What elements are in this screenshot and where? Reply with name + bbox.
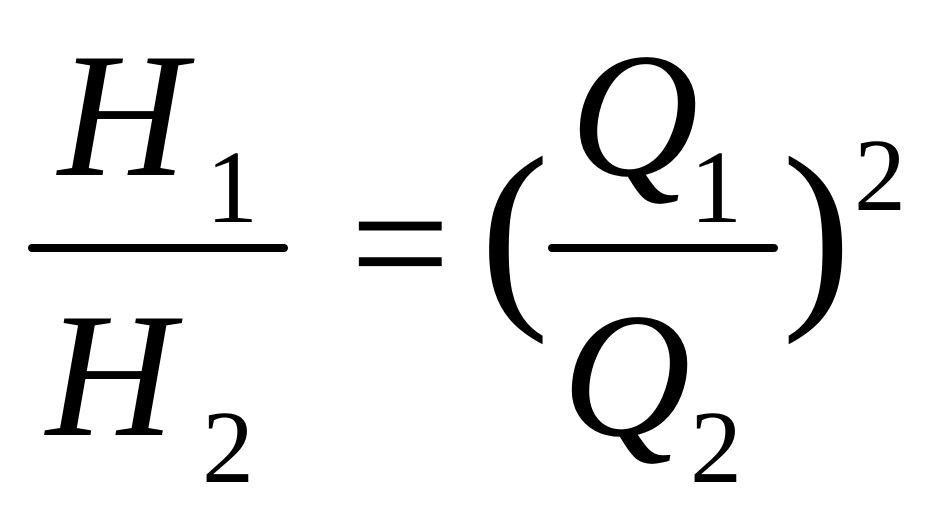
left-fraction-bar — [28, 244, 288, 252]
equals-sign: = — [350, 144, 451, 342]
exponent: 2 — [854, 118, 906, 233]
numerator-variable-q: Q — [570, 16, 699, 214]
denominator-variable-h: H — [46, 276, 175, 474]
numerator-subscript-q: 1 — [690, 130, 742, 245]
numerator-variable-h: H — [58, 16, 187, 214]
numerator-subscript-h: 1 — [206, 130, 258, 245]
denominator-subscript-q: 2 — [690, 390, 742, 505]
right-fraction-bar — [548, 244, 778, 252]
close-parenthesis: ) — [782, 115, 852, 345]
open-parenthesis: ( — [480, 115, 550, 345]
denominator-variable-q: Q — [562, 276, 691, 474]
denominator-subscript-h: 2 — [202, 390, 254, 505]
